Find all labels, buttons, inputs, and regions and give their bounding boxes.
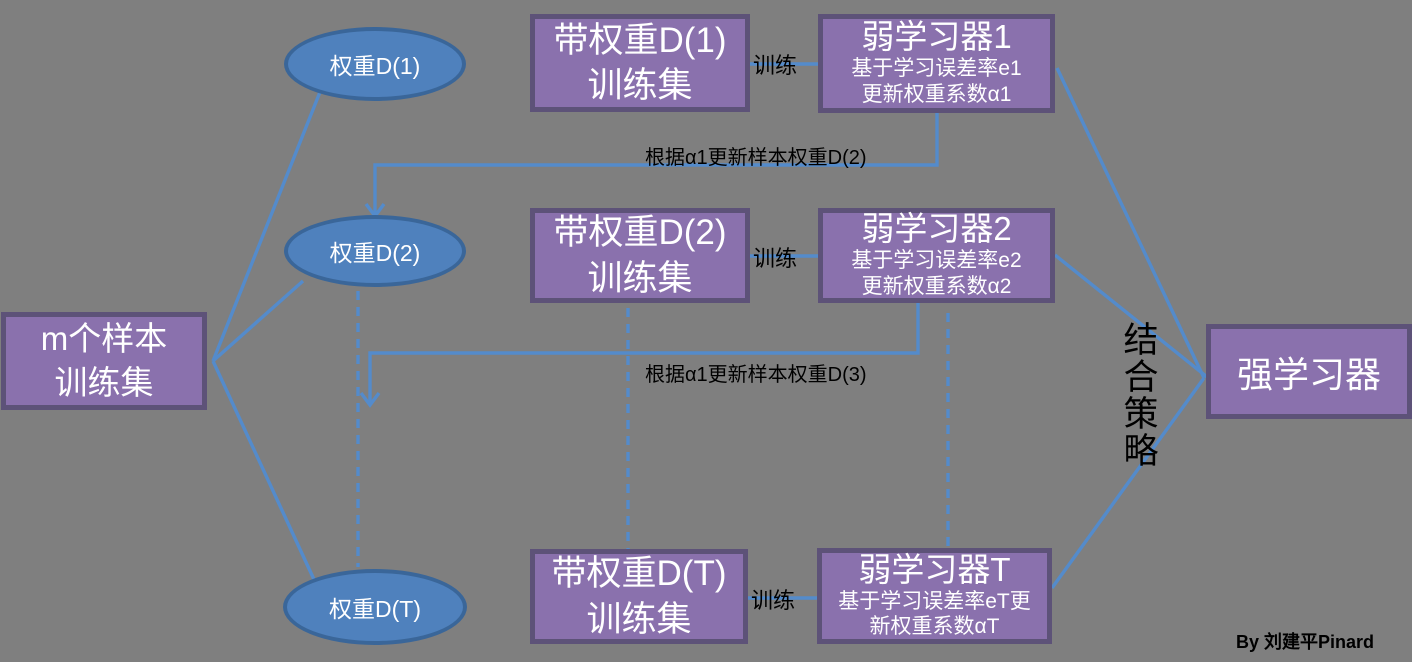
dataset-2-line1: 带权重D(2) <box>553 213 727 252</box>
learner-1-sub1: 基于学习误差率e1 <box>851 57 1022 81</box>
edge-learner1-to-strong <box>1055 67 1206 379</box>
weak-learner-1-box: 弱学习器1 基于学习误差率e1 更新权重系数α1 <box>818 14 1055 113</box>
weighted-dataset-T-box: 带权重D(T) 训练集 <box>530 549 748 644</box>
weight-dT-label: 权重D(T) <box>329 596 421 622</box>
learner-1-sub2: 更新权重系数α1 <box>861 82 1012 106</box>
edge-update-weight-d2 <box>373 113 939 214</box>
train-label-1: 训练 <box>753 53 798 78</box>
source-box-line1: m个样本 <box>40 320 168 358</box>
update-weight-d3-label: 根据α1更新样本权重D(3) <box>645 364 867 386</box>
learner-1-title: 弱学习器1 <box>861 18 1012 56</box>
arrowhead-d3 <box>359 391 381 408</box>
edge-source-to-weight2 <box>211 279 305 363</box>
train-label-T: 训练 <box>751 588 796 613</box>
combine-strategy-label: 结合策略 <box>1123 321 1159 471</box>
dataset-T-line1: 带权重D(T) <box>551 554 727 593</box>
weak-learner-2-box: 弱学习器2 基于学习误差率e2 更新权重系数α2 <box>818 208 1055 303</box>
strong-learner-label: 强学习器 <box>1236 353 1381 395</box>
learner-2-sub1: 基于学习误差率e2 <box>851 249 1022 273</box>
source-training-set-box: m个样本 训练集 <box>1 312 207 410</box>
dataset-1-line2: 训练集 <box>587 66 693 105</box>
edge-update-weight-d3 <box>368 303 920 403</box>
learner-2-title: 弱学习器2 <box>861 210 1012 248</box>
weighted-dataset-1-box: 带权重D(1) 训练集 <box>530 14 750 112</box>
train-label-2: 训练 <box>753 246 798 271</box>
weight-d1-ellipse: 权重D(1) <box>284 27 466 101</box>
learner-2-sub2: 更新权重系数α2 <box>861 274 1012 298</box>
weight-d2-label: 权重D(2) <box>329 240 421 266</box>
weight-d1-label: 权重D(1) <box>329 53 421 79</box>
weight-dT-ellipse: 权重D(T) <box>283 569 467 645</box>
edge-learnerT-to-strong <box>1050 377 1206 589</box>
author-credit: By 刘建平Pinard <box>1236 632 1375 652</box>
learner-T-sub2: 新权重系数αT <box>869 615 1000 639</box>
source-box-line2: 训练集 <box>54 364 154 401</box>
dataset-2-line2: 训练集 <box>587 258 693 298</box>
dataset-1-line1: 带权重D(1) <box>553 20 727 60</box>
weight-d2-ellipse: 权重D(2) <box>284 215 466 287</box>
learner-T-sub1: 基于学习误差率eT更 <box>838 589 1031 613</box>
weighted-dataset-2-box: 带权重D(2) 训练集 <box>530 208 750 303</box>
update-weight-d2-label: 根据α1更新样本权重D(2) <box>645 147 867 169</box>
edge-source-to-weight1 <box>211 91 322 362</box>
edge-source-to-weightT <box>211 360 319 587</box>
strong-learner-box: 强学习器 <box>1206 324 1412 419</box>
learner-T-title: 弱学习器T <box>858 550 1011 588</box>
dataset-T-line2: 训练集 <box>586 599 692 639</box>
edge-learner2-to-strong <box>1053 253 1234 399</box>
weak-learner-T-box: 弱学习器T 基于学习误差率eT更 新权重系数αT <box>817 548 1052 644</box>
